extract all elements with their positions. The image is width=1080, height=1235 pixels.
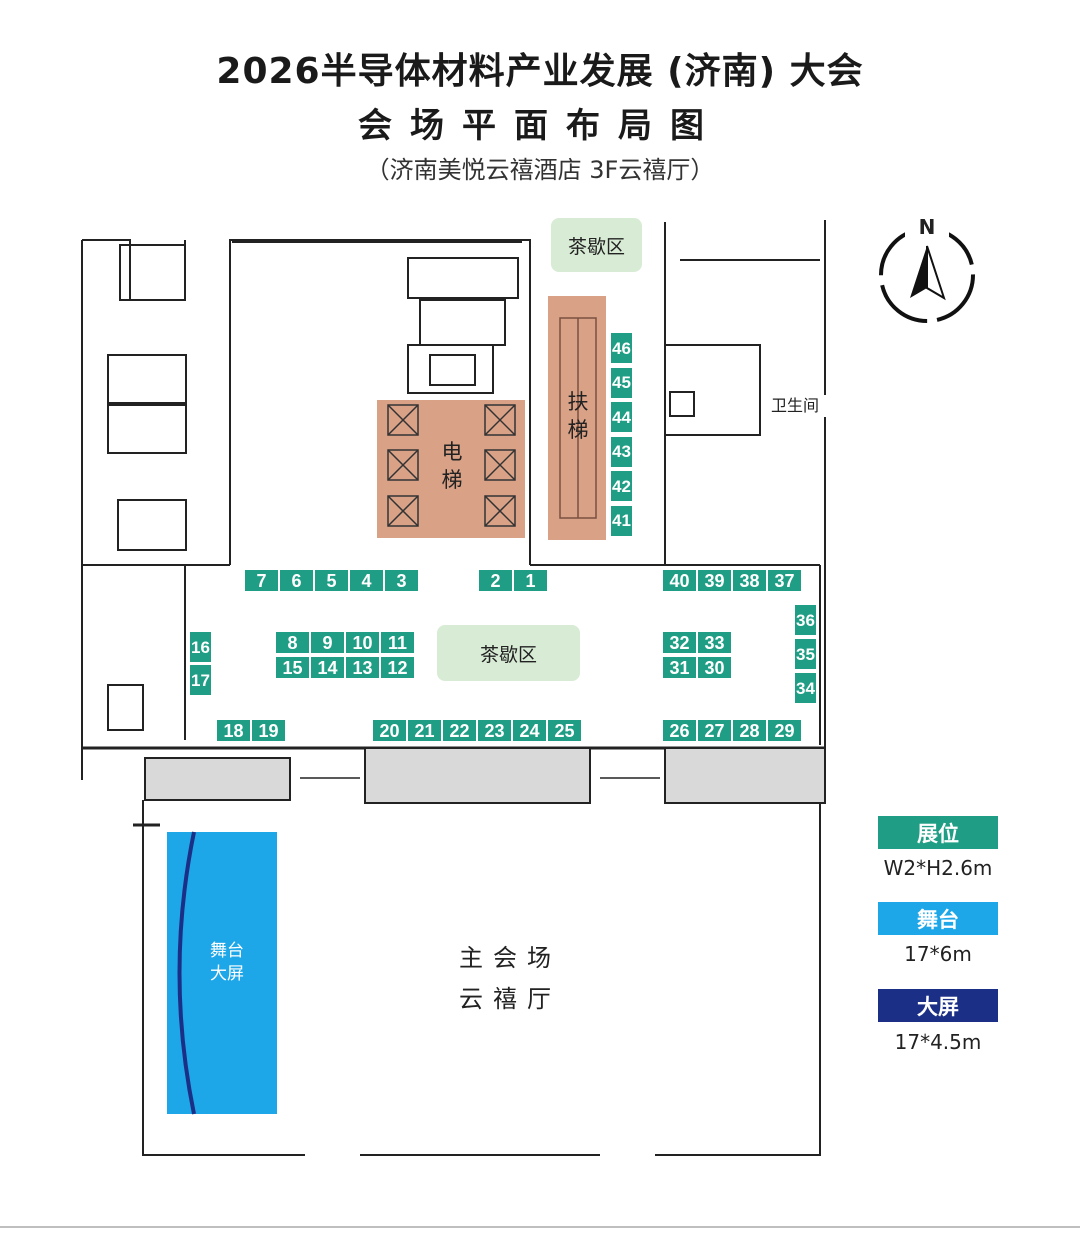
bottom-divider	[0, 1226, 1080, 1228]
compass-icon	[879, 227, 975, 323]
booth-38: 38	[733, 570, 766, 591]
booth-24: 24	[513, 720, 546, 741]
escalator-label: 扶 梯	[567, 390, 589, 443]
booth-44: 44	[611, 402, 632, 432]
booth-7: 7	[245, 570, 278, 591]
booth-5: 5	[315, 570, 348, 591]
restroom-label: 卫生间	[764, 395, 826, 417]
booth-31: 31	[663, 657, 696, 678]
booth-34: 34	[795, 673, 816, 703]
elevator-label: 电 梯	[441, 440, 463, 493]
booth-3: 3	[385, 570, 418, 591]
booth-21: 21	[408, 720, 441, 741]
booth-11: 11	[381, 632, 414, 653]
booth-46: 46	[611, 333, 632, 363]
booth-25: 25	[548, 720, 581, 741]
booth-10: 10	[346, 632, 379, 653]
booth-41: 41	[611, 505, 632, 536]
tea-area-center: 茶歇区	[437, 625, 580, 681]
booth-28: 28	[733, 720, 766, 741]
booth-9: 9	[311, 632, 344, 653]
main-hall-label: 主会场 云禧厅	[459, 944, 561, 1013]
booth-37: 37	[768, 570, 801, 591]
booth-27: 27	[698, 720, 731, 741]
booth-32: 32	[663, 632, 696, 653]
booth-18: 18	[217, 720, 250, 741]
booth-8: 8	[276, 632, 309, 653]
page-title: 2026半导体材料产业发展 (济南) 大会	[216, 51, 864, 92]
booth-36: 36	[795, 605, 816, 635]
legend-booth-size: W2*H2.6m	[883, 856, 993, 880]
booth-14: 14	[311, 657, 344, 678]
booth-12: 12	[381, 657, 414, 678]
legend-screen-swatch: 大屏	[878, 989, 998, 1022]
booth-13: 13	[346, 657, 379, 678]
booth-19: 19	[252, 720, 285, 741]
venue-caption: （济南美悦云禧酒店 3F云禧厅）	[365, 156, 715, 184]
booth-20: 20	[373, 720, 406, 741]
booth-4: 4	[350, 570, 383, 591]
booth-35: 35	[795, 639, 816, 669]
booth-29: 29	[768, 720, 801, 741]
booth-15: 15	[276, 657, 309, 678]
booth-23: 23	[478, 720, 511, 741]
legend-stage-size: 17*6m	[904, 942, 972, 966]
booth-39: 39	[698, 570, 731, 591]
booth-40: 40	[663, 570, 696, 591]
booth-26: 26	[663, 720, 696, 741]
legend-booth-swatch: 展位	[878, 816, 998, 849]
legend-screen-size: 17*4.5m	[894, 1030, 982, 1054]
tea-area-north: 茶歇区	[551, 218, 642, 272]
booth-45: 45	[611, 367, 632, 398]
page-subtitle: 会场平面布局图	[358, 106, 722, 146]
booth-22: 22	[443, 720, 476, 741]
booth-2: 2	[479, 570, 512, 591]
booth-16: 16	[190, 632, 211, 662]
booth-1: 1	[514, 570, 547, 591]
booth-43: 43	[611, 436, 632, 467]
booth-6: 6	[280, 570, 313, 591]
booth-30: 30	[698, 657, 731, 678]
booth-42: 42	[611, 471, 632, 501]
booth-33: 33	[698, 632, 731, 653]
compass-letter: N	[905, 214, 949, 241]
stage-screen-label: 舞台 大屏	[210, 941, 244, 984]
legend-stage-swatch: 舞台	[878, 902, 998, 935]
booth-17: 17	[190, 665, 211, 695]
